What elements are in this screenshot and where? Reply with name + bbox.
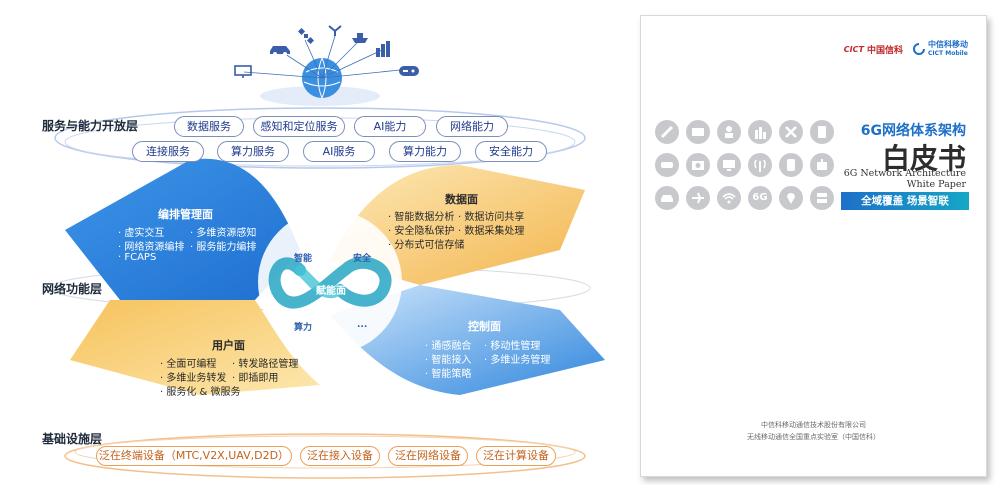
infra-orbit [64,433,586,479]
user-band [70,300,320,395]
location-icon [779,186,803,210]
data-plane-item: · 智能数据分析 [388,212,455,223]
orchestration-title: 编排管理面 [158,208,213,221]
cict-logo-text: 中国信科 [866,45,903,56]
layer-label-service: 服务与能力开放层 [42,119,139,133]
user-plane-title: 用户面 [212,339,245,352]
drone-icon [328,25,342,36]
data-plane-item: · 数据访问共享 [458,212,525,223]
layer-label-network: 网络功能层 [42,282,103,296]
camera-icon [686,153,710,177]
data-plane-item: · 安全隐私保护 [388,226,455,237]
cover-title-en-1: 6G Network Architecture [843,168,966,179]
cict-mobile-sub: CICT Mobile [928,50,968,57]
car-icon [270,46,290,56]
service-pill: 算力能力 [389,141,461,162]
user-plane-item: · 多维业务转发 [160,373,227,384]
orchestration-item: · FCAPS [118,252,157,263]
service-pill: AI能力 [354,116,426,137]
service-pill: 安全能力 [475,141,547,162]
user-plane-item: · 转发路径管理 [232,359,299,370]
person-icon [717,120,741,144]
infra-pill: 泛在网络设备 [388,446,468,466]
cict-mark: CICT [843,44,864,54]
data-plane-item: · 分布式可信存储 [388,240,465,251]
control-plane-item: · 智能策略 [425,369,472,380]
wifi-icon [717,186,741,210]
enabler-center: 赋能面 [316,286,346,297]
user-plane-item: · 服务化 & 微服务 [160,387,241,398]
control-plane-item: · 移动性管理 [484,341,541,352]
cover-title-cn-big: 白皮书 [881,142,966,175]
phone-icon [810,120,834,144]
cover-logos: CICT 中国信科 中信科移动 CICT Mobile [844,40,968,58]
cict-mobile-logo: 中信科移动 CICT Mobile [913,40,968,58]
satellite-icon [298,28,314,44]
control-plane-title: 控制面 [468,320,501,333]
service-pill: 连接服务 [132,141,204,162]
control-plane-item: · 智能接入 [425,355,472,366]
orchestration-item: · 虚实交互 [118,228,165,239]
cover-title-en-2: White Paper [906,179,966,190]
user-plane-item: · 即插即用 [232,373,279,384]
enabler-label: 算力 [294,323,313,333]
enabler-label: 智能 [294,254,313,264]
monitor-icon [717,153,741,177]
satellite-icon [655,120,679,144]
architecture-diagram: 服务与能力开放层 网络功能层 基础设施层 数据服务 感知和定位服务 AI能力 网… [42,25,605,479]
ship-icon [352,33,368,43]
data-plane-title: 数据面 [445,193,478,206]
antenna-icon [748,153,772,177]
data-plane-item: · 数据采集处理 [458,226,525,237]
orchestration-item: · 服务能力编排 [190,242,257,253]
orchestration-band [65,158,300,300]
cover-title-cn-small: 6G网络体系架构 [860,123,966,139]
control-plane-item: · 通感融合 [425,341,472,352]
cover-tagline: 全域覆盖 场景智联 [841,192,969,210]
cict-mobile-text: 中信科移动 [928,40,968,49]
cover-footer-1: 中信科移动通信技术股份有限公司 [761,421,866,429]
building-icon [748,120,772,144]
gamepad-icon [399,66,419,76]
car-icon [655,186,679,210]
white-paper-cover: CICT 中国信科 中信科移动 CICT Mobile 6G 6 [640,15,987,477]
enabler-label: 安全 [353,254,372,264]
vr-icon [655,153,679,177]
service-pill: 数据服务 [174,116,244,137]
layer-label-infra: 基础设施层 [42,432,103,446]
server-icon [810,186,834,210]
infra-pill: 泛在终端设备（MTC,V2X,UAV,D2D） [96,446,292,466]
6g-icon: 6G [748,186,772,210]
robot-icon [810,153,834,177]
infra-pill: 泛在接入设备 [300,446,380,466]
enabler-label: ... [357,320,368,330]
diagram-background [49,35,605,479]
user-plane-item: · 全面可编程 [160,359,217,370]
cict-mobile-icon [913,43,925,55]
service-orbit [54,107,586,169]
smartphone-icon [779,153,803,177]
plane-icon [686,186,710,210]
service-pill: 网络能力 [436,116,508,137]
service-pill: 感知和定位服务 [253,116,345,137]
orchestration-item: · 网络资源编排 [118,242,185,253]
control-plane-item: · 多维业务管理 [484,355,551,366]
cover-footer-2: 无线移动通信全国重点实验室（中国信科） [747,433,880,441]
monitor-icon [234,65,252,78]
infra-pill: 泛在计算设备 [476,446,556,466]
service-pill: 算力服务 [217,141,289,162]
service-pill: AI服务 [303,141,375,162]
control-band [330,285,605,395]
orchestration-item: · 多维资源感知 [190,228,257,239]
factory-icon [376,41,390,57]
cict-logo: CICT 中国信科 [844,43,903,56]
satellite-dish-icon [779,120,803,144]
card-icon [686,120,710,144]
